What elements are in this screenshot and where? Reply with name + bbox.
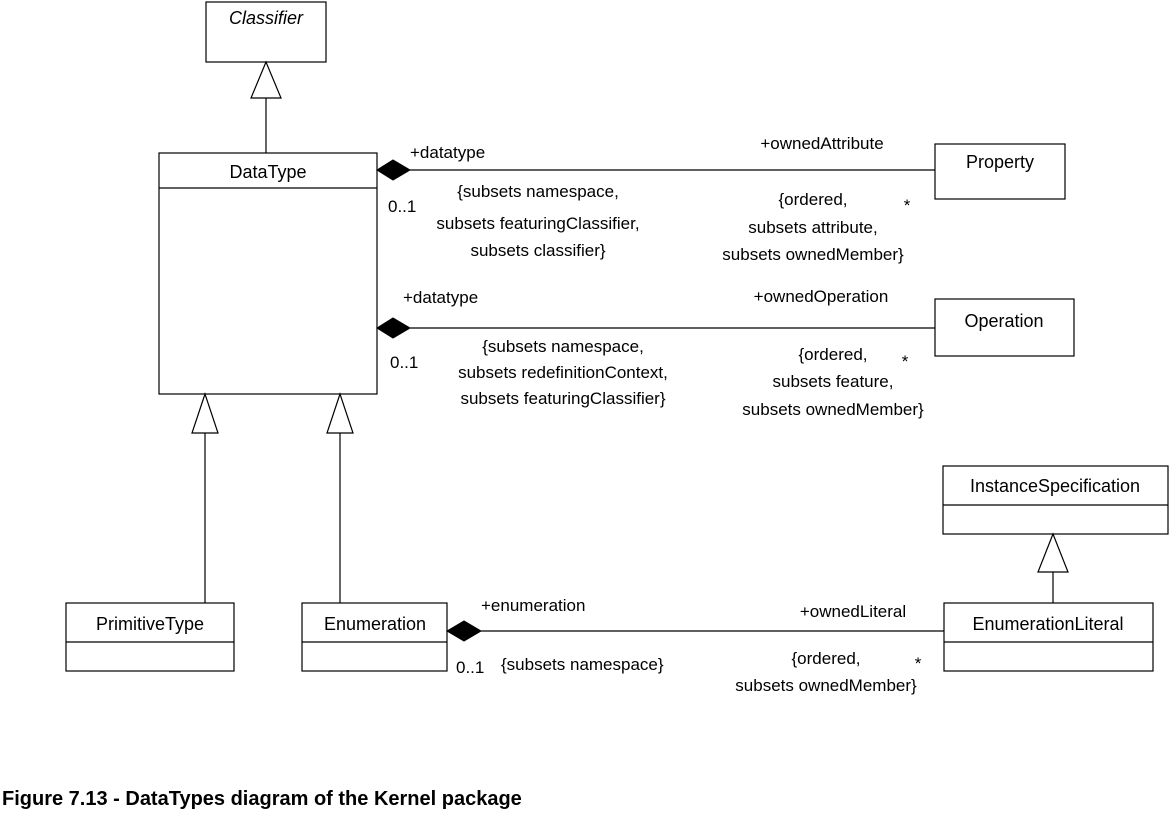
class-primitive-type[interactable]: PrimitiveType (65, 602, 235, 672)
multiplicity-owned-literal: * (915, 654, 922, 673)
constraint-line: {subsets namespace, (457, 182, 619, 201)
constraint-line: subsets ownedMember} (735, 676, 917, 695)
composition-diamond (446, 620, 482, 642)
constraint-line: subsets ownedMember} (722, 245, 904, 264)
constraint-line: {ordered, (779, 190, 848, 209)
generalization-enumeration-datatype (326, 392, 354, 603)
class-property-name: Property (966, 152, 1034, 172)
class-datatype[interactable]: DataType (158, 152, 378, 395)
generalization-primitivetype-datatype (191, 392, 219, 603)
composition-diamond (376, 317, 411, 339)
constraint-line: {subsets namespace} (501, 655, 664, 674)
constraint-line: {ordered, (792, 649, 861, 668)
composition-diamond (376, 159, 411, 181)
constraint-line: subsets featuringClassifier, (436, 214, 639, 233)
constraint-line: subsets featuringClassifier} (460, 389, 665, 408)
class-enumeration[interactable]: Enumeration (301, 602, 448, 672)
constraint-line: {subsets namespace, (482, 337, 644, 356)
role-owned-literal: +ownedLiteral (800, 602, 906, 621)
constraint-line: subsets classifier} (470, 241, 605, 260)
role-datatype: +datatype (410, 143, 485, 162)
association-datatype-operation: +datatype 0..1 {subsets namespace, subse… (376, 287, 935, 419)
constraint-line: subsets redefinitionContext, (458, 363, 668, 382)
role-datatype: +datatype (403, 288, 478, 307)
role-owned-attribute: +ownedAttribute (760, 134, 883, 153)
uml-class-diagram: Classifier DataType Property Operation I… (65, 1, 1169, 695)
generalization-arrowhead (326, 392, 354, 434)
class-instance-specification[interactable]: InstanceSpecification (942, 465, 1169, 535)
role-owned-operation: +ownedOperation (754, 287, 889, 306)
class-enumeration-literal-name: EnumerationLiteral (972, 614, 1123, 634)
association-datatype-property: +datatype 0..1 {subsets namespace, subse… (376, 134, 935, 264)
multiplicity-owned-attribute: * (904, 196, 911, 215)
class-classifier[interactable]: Classifier (205, 1, 327, 63)
constraint-line: subsets attribute, (748, 218, 877, 237)
generalization-arrowhead (191, 392, 219, 434)
class-enumeration-name: Enumeration (324, 614, 426, 634)
class-datatype-name: DataType (229, 162, 306, 182)
constraint-line: subsets feature, (773, 372, 894, 391)
multiplicity-datatype: 0..1 (388, 197, 416, 216)
class-operation[interactable]: Operation (934, 298, 1075, 357)
association-enumeration-literal: +enumeration 0..1 {subsets namespace} +o… (446, 596, 944, 695)
class-instance-specification-name: InstanceSpecification (970, 476, 1140, 496)
multiplicity-enumeration: 0..1 (456, 658, 484, 677)
constraint-line: subsets ownedMember} (742, 400, 924, 419)
constraint-line: {ordered, (799, 345, 868, 364)
class-property[interactable]: Property (934, 143, 1066, 200)
multiplicity-owned-operation: * (902, 352, 909, 371)
class-enumeration-literal[interactable]: EnumerationLiteral (943, 602, 1154, 672)
role-enumeration: +enumeration (481, 596, 585, 615)
class-classifier-name: Classifier (229, 8, 304, 28)
generalization-arrowhead (1037, 532, 1069, 573)
multiplicity-datatype: 0..1 (390, 353, 418, 372)
generalization-arrowhead (250, 60, 282, 99)
generalization-datatype-classifier (250, 60, 282, 153)
class-operation-name: Operation (964, 311, 1043, 331)
generalization-literal-instancespec (1037, 532, 1069, 603)
class-primitive-type-name: PrimitiveType (96, 614, 204, 634)
figure-caption: Figure 7.13 - DataTypes diagram of the K… (2, 788, 522, 810)
